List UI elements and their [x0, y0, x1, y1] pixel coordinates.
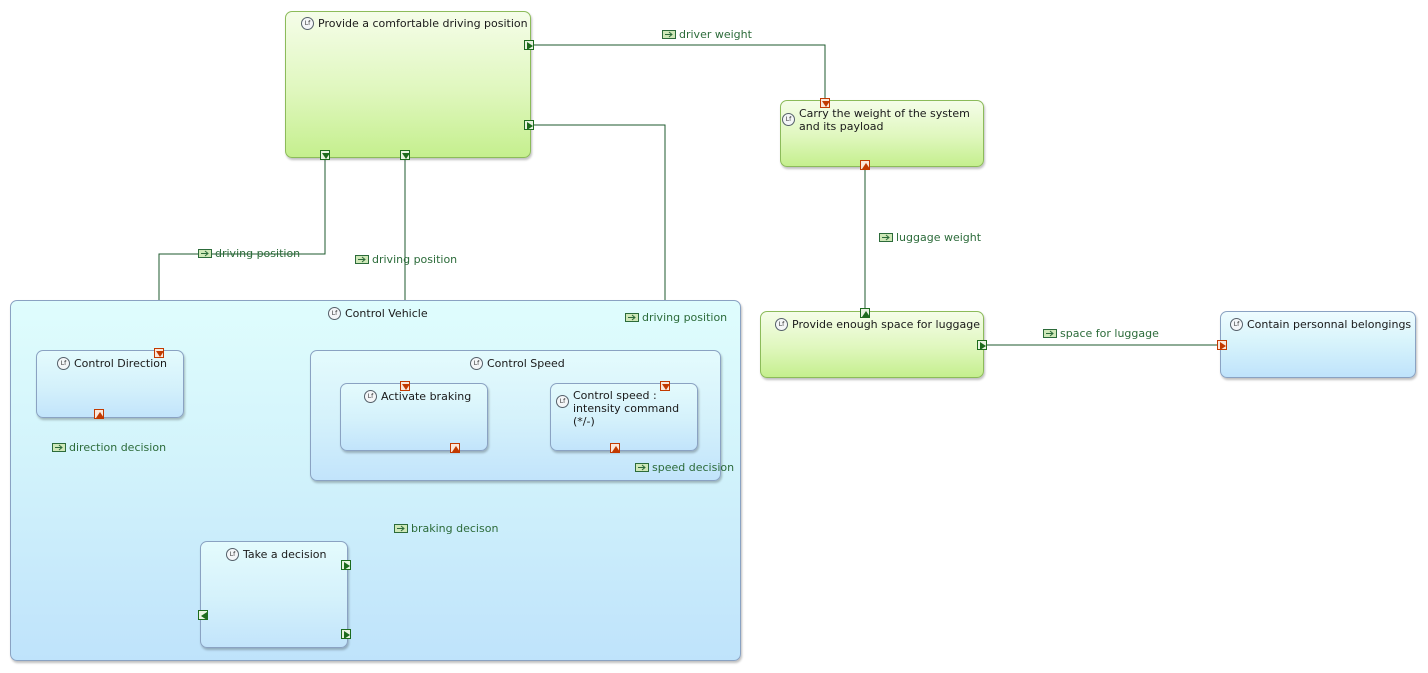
- functional-exchange-icon: [198, 249, 212, 258]
- output-port-driver-weight[interactable]: [524, 40, 534, 50]
- right-arrow-icon: [1220, 342, 1226, 350]
- right-arrow-icon: [344, 562, 350, 570]
- right-arrow-icon: [344, 631, 350, 639]
- function-label: Control Vehicle: [345, 307, 428, 320]
- input-port-speed-decision[interactable]: [610, 443, 620, 453]
- function-carry-weight[interactable]: Lf Carry the weight of the system and it…: [780, 100, 984, 167]
- exchange-text: driving position: [642, 311, 728, 324]
- function-label: Take a decision: [243, 548, 327, 561]
- functional-exchange-icon: [879, 233, 893, 242]
- exchange-text: speed decision: [652, 461, 735, 474]
- logical-function-icon: Lf: [1230, 318, 1243, 331]
- exchange-label-braking-decision[interactable]: braking decison: [394, 522, 498, 535]
- exchange-label-driving-position-3[interactable]: driving position: [625, 311, 727, 324]
- up-arrow-icon: [96, 412, 104, 418]
- function-label: Control speed : intensity command (*/-): [573, 389, 680, 428]
- logical-function-icon: Lf: [226, 548, 239, 561]
- logical-function-icon: Lf: [782, 113, 795, 126]
- left-arrow-icon: [201, 612, 207, 620]
- function-label: Control Speed: [487, 357, 565, 370]
- exchange-label-direction-decision[interactable]: direction decision: [52, 441, 166, 454]
- exchange-text: space for luggage: [1060, 327, 1159, 340]
- functional-exchange-icon: [635, 463, 649, 472]
- output-port-driving-position-2[interactable]: [400, 150, 410, 160]
- input-port-braking-decision[interactable]: [450, 443, 460, 453]
- function-label: Provide enough space for luggage: [792, 318, 981, 331]
- exchange-label-speed-decision[interactable]: speed decision: [635, 461, 734, 474]
- down-arrow-icon: [156, 351, 164, 357]
- exchange-label-luggage-weight[interactable]: luggage weight: [879, 231, 981, 244]
- function-label: Provide a comfortable driving position: [318, 17, 528, 30]
- logical-function-icon: Lf: [328, 307, 341, 320]
- function-contain-belongings[interactable]: Lf Contain personnal belongings: [1220, 311, 1416, 378]
- down-arrow-icon: [822, 101, 830, 107]
- edge-driver-weight: [530, 44, 826, 100]
- output-port-space-for-luggage[interactable]: [977, 340, 987, 350]
- up-arrow-icon: [612, 446, 620, 452]
- exchange-label-space-for-luggage[interactable]: space for luggage: [1043, 327, 1159, 340]
- exchange-text: driving position: [372, 253, 458, 266]
- down-arrow-icon: [402, 153, 410, 159]
- exchange-label-driving-position-1[interactable]: driving position: [198, 247, 300, 260]
- logical-function-icon: Lf: [556, 395, 569, 408]
- output-port-direction-decision[interactable]: [198, 610, 208, 620]
- up-arrow-icon: [862, 163, 870, 169]
- output-port-luggage-weight[interactable]: [860, 308, 870, 318]
- functional-exchange-icon: [355, 255, 369, 264]
- input-port-driver-weight[interactable]: [820, 98, 830, 108]
- functional-exchange-icon: [52, 443, 66, 452]
- output-port-driving-position-3[interactable]: [524, 120, 534, 130]
- functional-exchange-icon: [394, 524, 408, 533]
- function-activate-braking[interactable]: Lf Activate braking: [340, 383, 488, 451]
- logical-function-icon: Lf: [775, 318, 788, 331]
- functional-exchange-icon: [1043, 329, 1057, 338]
- function-label: Control Direction: [74, 357, 167, 370]
- logical-function-icon: Lf: [470, 357, 483, 370]
- function-label: Activate braking: [381, 390, 472, 403]
- function-provide-driving-position[interactable]: Lf Provide a comfortable driving positio…: [285, 11, 531, 158]
- function-control-direction[interactable]: Lf Control Direction: [36, 350, 184, 418]
- exchange-text: luggage weight: [896, 231, 982, 244]
- output-port-speed-decision[interactable]: [341, 629, 351, 639]
- up-arrow-icon: [862, 311, 870, 317]
- logical-function-icon: Lf: [301, 17, 314, 30]
- right-arrow-icon: [527, 42, 533, 50]
- functional-exchange-icon: [625, 313, 639, 322]
- input-port-driving-position-3[interactable]: [660, 381, 670, 391]
- exchange-text: direction decision: [69, 441, 167, 454]
- exchange-text: driving position: [215, 247, 301, 260]
- input-port-driving-position-1[interactable]: [154, 348, 164, 358]
- functional-exchange-icon: [662, 30, 676, 39]
- input-port-driving-position-2[interactable]: [400, 381, 410, 391]
- function-take-decision[interactable]: Lf Take a decision: [200, 541, 348, 648]
- function-label: Carry the weight of the system and its p…: [799, 107, 970, 133]
- down-arrow-icon: [662, 384, 670, 390]
- down-arrow-icon: [322, 153, 330, 159]
- exchange-text: driver weight: [679, 28, 752, 41]
- function-label: Contain personnal belongings: [1247, 318, 1412, 331]
- function-control-speed-intensity[interactable]: Lf Control speed : intensity command (*/…: [550, 383, 698, 451]
- right-arrow-icon: [980, 342, 986, 350]
- function-provide-luggage-space[interactable]: Lf Provide enough space for luggage: [760, 311, 984, 378]
- input-port-luggage-weight[interactable]: [860, 160, 870, 170]
- down-arrow-icon: [402, 384, 410, 390]
- right-arrow-icon: [527, 122, 533, 130]
- up-arrow-icon: [452, 446, 460, 452]
- input-port-space-for-luggage[interactable]: [1217, 340, 1227, 350]
- output-port-braking-decision[interactable]: [341, 560, 351, 570]
- output-port-driving-position-1[interactable]: [320, 150, 330, 160]
- exchange-label-driver-weight[interactable]: driver weight: [662, 28, 752, 41]
- logical-function-icon: Lf: [364, 390, 377, 403]
- input-port-direction-decision[interactable]: [94, 409, 104, 419]
- exchange-text: braking decison: [411, 522, 499, 535]
- logical-function-icon: Lf: [57, 357, 70, 370]
- exchange-label-driving-position-2[interactable]: driving position: [355, 253, 457, 266]
